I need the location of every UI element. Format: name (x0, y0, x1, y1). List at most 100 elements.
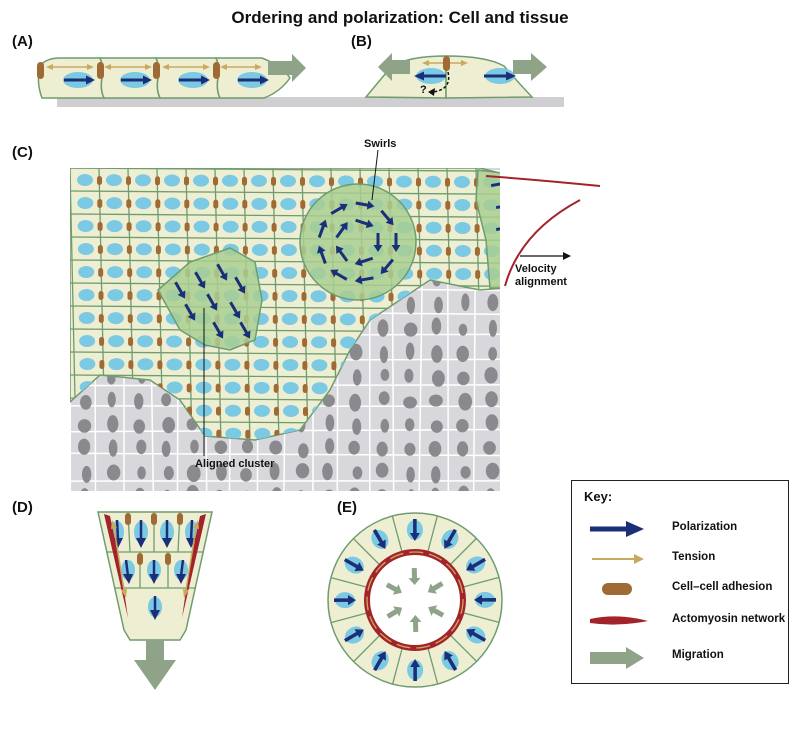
substrate-nucleus (241, 439, 254, 454)
substrate-nucleus (487, 293, 499, 312)
cell-border (426, 646, 439, 685)
substrate-nucleus (431, 370, 445, 387)
nucleus (425, 175, 441, 188)
cell-border (426, 515, 438, 554)
polarization-arrow-shape (520, 199, 540, 211)
adhesion (592, 340, 597, 349)
substrate-nucleus (431, 317, 442, 335)
substrate-nucleus (77, 419, 92, 433)
substrate-nucleus (403, 322, 418, 337)
adhesion (186, 383, 192, 393)
nucleus (454, 175, 470, 188)
polarization-arrow-shape (184, 303, 196, 321)
polarization-arrow (136, 520, 146, 548)
nucleus (573, 384, 589, 396)
nucleus (195, 358, 212, 371)
panel-label-d: (D) (12, 499, 33, 516)
cell-border (70, 351, 500, 357)
adhesion (216, 406, 221, 416)
polarization-arrow (123, 559, 133, 584)
substrate-nucleus (108, 439, 118, 457)
key-item-label: Tension (672, 551, 716, 563)
adhesion (215, 360, 221, 370)
nucleus (107, 289, 124, 302)
substrate-nucleus (483, 441, 496, 455)
nucleus (425, 244, 442, 257)
adhesion (534, 293, 539, 302)
polarization-arrow (330, 203, 348, 215)
velocity-alignment-arrow (520, 252, 571, 260)
polarization-arrow (410, 658, 421, 682)
adhesion (165, 553, 171, 565)
adhesion (213, 176, 218, 186)
substrate-nucleus (430, 420, 443, 433)
adhesion (416, 177, 421, 187)
substrate-nucleus (456, 441, 469, 457)
polarization-arrow-shape (234, 276, 246, 294)
substrate-nucleus (378, 391, 390, 405)
adhesion (97, 245, 103, 254)
nucleus (79, 335, 96, 347)
substrate-nucleus (403, 396, 417, 409)
substrate-nucleus (295, 463, 310, 479)
adhesion (272, 314, 278, 324)
polarization-arrow-shape (344, 629, 364, 643)
adhesion (504, 224, 509, 233)
adhesion (359, 315, 365, 325)
nucleus (311, 336, 328, 349)
adhesion (126, 199, 132, 209)
nucleus (283, 405, 299, 418)
substrate-nucleus (325, 489, 334, 491)
polarization-arrow (510, 216, 530, 228)
substrate-nucleus (461, 293, 470, 311)
adhesion (443, 56, 450, 71)
nucleus (544, 406, 560, 418)
substrate-nucleus (428, 394, 443, 407)
substrate-nucleus (484, 367, 498, 384)
polarization-arrow-shape (444, 651, 458, 671)
nucleus (108, 358, 125, 371)
nucleus (572, 292, 588, 304)
adhesion (301, 292, 307, 302)
polarization-arrow (354, 275, 374, 285)
nucleus (222, 220, 239, 233)
adhesion (156, 314, 162, 324)
adhesion (156, 268, 162, 278)
nucleus (543, 291, 559, 303)
substrate-nucleus (488, 319, 497, 337)
substrate-nucleus (375, 462, 389, 478)
adhesion (244, 383, 250, 393)
nucleus (280, 244, 297, 257)
adhesion (300, 177, 305, 187)
adhesion (535, 431, 540, 440)
key-item-label: Migration (672, 649, 724, 661)
substrate-nucleus (348, 440, 360, 455)
nucleus (455, 267, 472, 280)
adhesion (562, 224, 567, 233)
polarization-arrow (121, 75, 152, 85)
polarization-arrow (238, 75, 269, 85)
adhesion (563, 362, 568, 371)
nucleus (571, 246, 587, 258)
nucleus (309, 175, 325, 188)
adhesion (184, 222, 190, 232)
adhesion (184, 199, 190, 209)
nucleus (513, 222, 529, 234)
ring-cells (330, 515, 500, 685)
nucleus (164, 174, 180, 187)
polarization-arrow-shape (330, 269, 348, 281)
cell-border (272, 168, 280, 440)
nucleus (164, 197, 181, 210)
nucleus (193, 220, 210, 233)
nucleus (137, 335, 154, 348)
adhesion (593, 386, 598, 395)
nucleus (426, 267, 443, 280)
polarization-arrow-shape (330, 203, 348, 215)
adhesion (445, 246, 451, 256)
nucleus (311, 382, 328, 395)
polarization-arrow-shape (333, 595, 357, 606)
adhesion (445, 177, 450, 187)
adhesion (302, 338, 308, 348)
substrate-nucleus (406, 296, 416, 315)
migration-arrow-shape (427, 581, 444, 594)
